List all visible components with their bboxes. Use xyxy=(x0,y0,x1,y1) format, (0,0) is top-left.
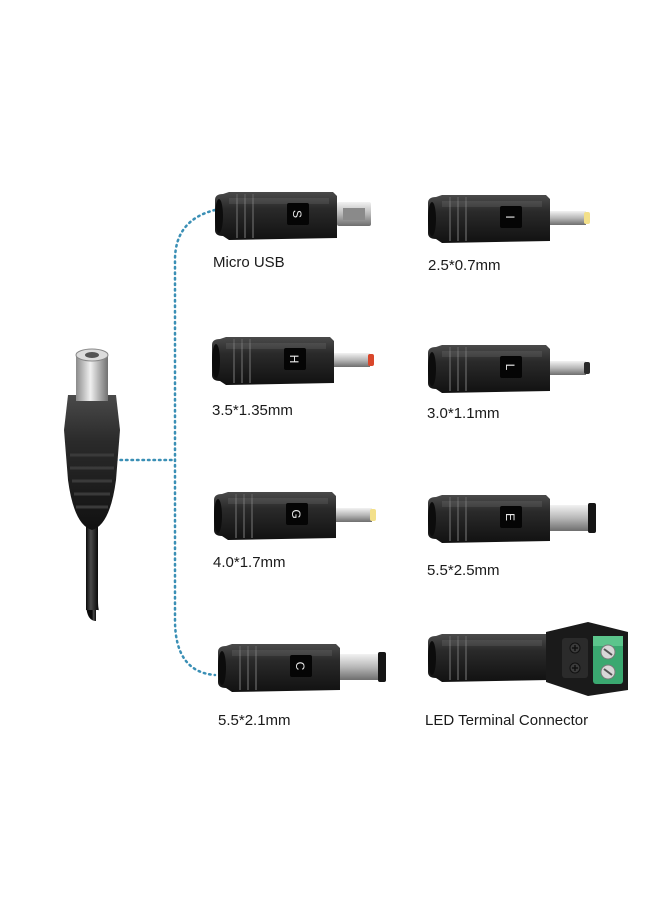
adapter-code-text: E xyxy=(503,513,517,521)
adapter-code-text: C xyxy=(293,662,307,671)
adapter-label-led-terminal: LED Terminal Connector xyxy=(425,712,589,729)
adapter-code-text: G xyxy=(289,509,303,518)
adapter-set: S I H L G E C xyxy=(212,192,628,696)
adapter-label-5-5x2-1: 5.5*2.1mm xyxy=(218,712,291,729)
adapter-label-3-5x1-35: 3.5*1.35mm xyxy=(212,402,293,419)
adapter-label-5-5x2-5: 5.5*2.5mm xyxy=(427,562,500,579)
dc-plug-cable xyxy=(64,348,120,621)
adapter-terminal xyxy=(428,622,628,696)
adapter-l: L xyxy=(428,345,590,393)
adapter-i: I xyxy=(428,195,590,243)
adapter-s: S xyxy=(215,192,371,240)
adapter-code-text: I xyxy=(503,215,517,218)
adapter-label-3-0x1-1: 3.0*1.1mm xyxy=(427,405,500,422)
adapter-label-micro-usb: Micro USB xyxy=(213,254,285,271)
adapter-label-2-5x0-7: 2.5*0.7mm xyxy=(428,257,501,274)
adapter-code-text: L xyxy=(503,364,517,371)
adapter-code-text: S xyxy=(290,210,304,218)
adapter-code-text: H xyxy=(287,355,301,364)
adapter-c: C xyxy=(218,644,386,692)
adapter-h: H xyxy=(212,337,374,385)
adapter-label-4-0x1-7: 4.0*1.7mm xyxy=(213,554,286,571)
adapter-g: G xyxy=(214,492,376,540)
adapter-e: E xyxy=(428,495,596,543)
dotted-connection-lines xyxy=(113,208,217,677)
